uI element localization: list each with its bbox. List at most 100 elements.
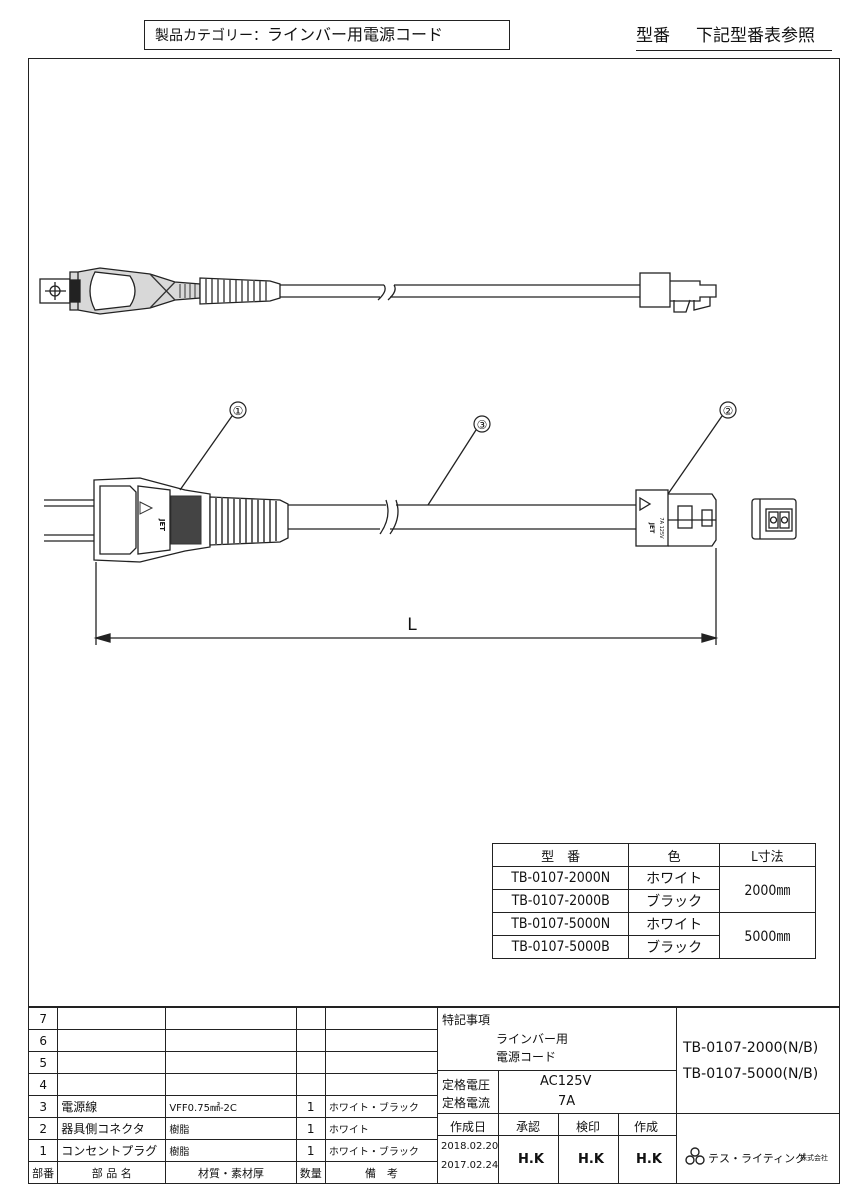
company-logo-icon <box>685 1147 705 1165</box>
spec-row: TB-0107-5000N ホワイト 5000㎜ <box>491 912 817 959</box>
part-material: VFF0.75㎟-2C <box>165 1095 297 1118</box>
parts-header-row: 部番部 品 名材質・素材厚数量備 考 <box>27 1161 439 1184</box>
company-suffix: 株式会社 <box>800 1154 828 1162</box>
callout-2-leader <box>667 415 723 495</box>
part-no: 1 <box>27 1139 59 1162</box>
parts-row: 6 <box>27 1029 439 1052</box>
part-name <box>57 1051 167 1074</box>
spec-length: 2000㎜ <box>718 866 817 913</box>
author-initials: H.K <box>636 1152 662 1167</box>
spec-row: TB-0107-5000B ブラック <box>491 935 816 959</box>
drawing-frame <box>28 58 840 1184</box>
current-value: 7A <box>558 1094 576 1109</box>
title-model-1: TB-0107-2000(N/B) <box>683 1040 819 1056</box>
parts-header-material: 材質・素材厚 <box>165 1161 297 1184</box>
connector-mark-rating: 7A 125V <box>658 517 664 539</box>
spec-color: ブラック <box>628 889 720 913</box>
callout-3-text: ③ <box>477 418 488 432</box>
spec-color: ホワイト <box>628 866 720 890</box>
part-qty: 1 <box>295 1117 326 1140</box>
model-reference: 型番下記型番表参照 <box>636 24 832 51</box>
parts-header-qty: 数量 <box>295 1161 326 1184</box>
part-remarks <box>324 1007 439 1030</box>
product-line-2: 電源コード <box>496 1050 557 1064</box>
date-1: 2018.02.20 <box>441 1141 499 1152</box>
callout-1-leader <box>179 415 233 491</box>
connector-top-view <box>639 272 717 313</box>
check-initials: H.K <box>578 1152 604 1167</box>
part-qty <box>295 1007 326 1030</box>
part-no: 4 <box>27 1073 59 1096</box>
parts-row: 7 <box>27 1007 439 1030</box>
dimension-label: L <box>407 615 417 635</box>
part-material: 樹脂 <box>165 1139 297 1162</box>
part-material <box>165 1073 297 1096</box>
model-value: 下記型番表参照 <box>696 26 815 46</box>
title-model-2: TB-0107-5000(N/B) <box>683 1066 819 1082</box>
part-remarks <box>324 1029 439 1052</box>
date-2: 2017.02.24 <box>441 1160 499 1171</box>
spec-row: TB-0107-2000N ホワイト 2000㎜ <box>491 866 817 913</box>
approve-initials: H.K <box>518 1152 544 1167</box>
parts-row: 4 <box>27 1073 439 1096</box>
part-no: 7 <box>27 1007 59 1030</box>
plug-front-view <box>44 477 289 563</box>
model-spec-table: 型 番 色 L寸法 TB-0107-2000N ホワイト 2000㎜ TB-01… <box>491 843 817 959</box>
notes-label: 特記事項 <box>442 1013 491 1027</box>
company-name: テス・ライティング <box>708 1152 807 1165</box>
category-box: 製品カテゴリー：ラインバー用電源コード <box>144 20 510 50</box>
part-no: 3 <box>27 1095 59 1118</box>
product-line-1: ラインバー用 <box>496 1032 569 1046</box>
part-no: 5 <box>27 1051 59 1074</box>
callout-1-text: ① <box>233 404 244 418</box>
part-name: 器具側コネクタ <box>57 1117 167 1140</box>
plug-top-view <box>39 267 281 315</box>
part-material: 樹脂 <box>165 1117 297 1140</box>
plug-mark: JET <box>158 518 166 531</box>
parts-header-remarks: 備 考 <box>324 1161 439 1184</box>
part-no: 2 <box>27 1117 59 1140</box>
part-qty: 1 <box>295 1095 326 1118</box>
part-material <box>165 1007 297 1030</box>
callout-2-circle <box>719 401 737 419</box>
created-label: 作成日 <box>450 1120 487 1134</box>
spec-model: TB-0107-5000B <box>491 935 630 959</box>
spec-model: TB-0107-2000N <box>491 866 630 890</box>
parts-row: 5 <box>27 1051 439 1074</box>
part-name <box>57 1029 167 1052</box>
part-remarks: ホワイト・ブラック <box>324 1095 439 1118</box>
part-no: 6 <box>27 1029 59 1052</box>
voltage-label: 定格電圧 <box>442 1078 491 1092</box>
part-material <box>165 1029 297 1052</box>
parts-header-no: 部番 <box>27 1161 59 1184</box>
dimension-l <box>93 548 719 645</box>
part-name <box>57 1007 167 1030</box>
part-name: コンセントプラグ <box>57 1139 167 1162</box>
part-qty <box>295 1029 326 1052</box>
spec-model: TB-0107-5000N <box>491 912 630 936</box>
part-qty: 1 <box>295 1139 326 1162</box>
spec-header-length: L寸法 <box>718 843 817 867</box>
spec-header-row: 型 番 色 L寸法 <box>491 843 817 867</box>
callout-1-circle <box>229 401 247 419</box>
parts-header-name: 部 品 名 <box>57 1161 167 1184</box>
callout-3-circle <box>473 415 491 433</box>
part-remarks: ホワイト・ブラック <box>324 1139 439 1162</box>
part-name <box>57 1073 167 1096</box>
spec-color: ブラック <box>628 935 720 959</box>
connector-mark-jet: JET <box>648 522 655 534</box>
callout-2-text: ② <box>723 404 734 418</box>
current-label: 定格電流 <box>442 1096 491 1110</box>
category-label: 製品カテゴリー： <box>155 28 267 44</box>
technical-drawing: ① ② ③ L JET JET 7A 125V <box>39 267 797 645</box>
spec-color: ホワイト <box>628 912 720 936</box>
check-label: 検印 <box>576 1120 601 1134</box>
cord-top-view <box>280 284 640 301</box>
part-material <box>165 1051 297 1074</box>
category-value: ラインバー用電源コード <box>267 25 444 44</box>
connector-front-view <box>635 489 717 547</box>
